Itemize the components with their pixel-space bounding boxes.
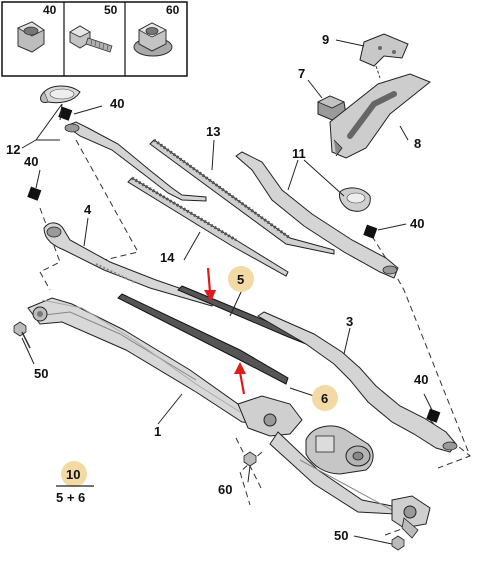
callout-8: 8 [414, 136, 421, 151]
callout-6: 6 [321, 391, 328, 406]
callout-40-top: 40 [110, 96, 124, 111]
wiper-arm-11 [235, 151, 399, 279]
callout-9: 9 [322, 32, 329, 47]
badge-5 [228, 266, 254, 292]
callout-11: 11 [292, 146, 306, 161]
wiper-blade-14 [127, 176, 289, 277]
badge-6 [312, 385, 338, 411]
blade-rubber-6 [117, 293, 289, 385]
callout-50-left: 50 [34, 366, 48, 381]
legend-badge-label: 10 [66, 467, 80, 482]
nut-markers [27, 106, 441, 423]
fastener-nut-60 [243, 451, 257, 467]
callout-5: 5 [237, 272, 244, 287]
callout-13: 13 [206, 124, 220, 139]
callout-40-right: 40 [410, 216, 424, 231]
fastener-table: 40 50 60 [1, 1, 188, 77]
fastener-bolt-50-right [391, 535, 405, 551]
callout-7: 7 [298, 66, 305, 81]
wiper-linkage-frame [27, 297, 431, 539]
linkage-arm-3 [257, 311, 458, 453]
nut-icon [17, 21, 45, 53]
table-header-60: 60 [166, 3, 180, 17]
callout-3: 3 [346, 314, 353, 329]
fastener-bolt-50-left [13, 321, 31, 349]
flange-nut-icon [133, 22, 173, 57]
badge-10 [61, 461, 87, 487]
red-arrow-up [234, 362, 246, 395]
callout-40-left: 40 [24, 154, 38, 169]
callout-14: 14 [160, 250, 175, 265]
table-header-40: 40 [43, 3, 57, 17]
callout-1: 1 [154, 424, 161, 439]
bolt-icon [69, 25, 113, 53]
callout-50-right: 50 [334, 528, 348, 543]
legend-kit: 10 5 + 6 [56, 467, 94, 505]
table-header-50: 50 [104, 3, 118, 17]
wiper-motor [305, 425, 374, 475]
legend-formula: 5 + 6 [56, 490, 85, 505]
wiper-blade-13 [149, 138, 335, 255]
wiper-arm-left [40, 85, 207, 202]
leader-lines [21, 39, 433, 545]
red-arrow-down [204, 267, 216, 302]
callout-4: 4 [84, 202, 92, 217]
bracket-assembly [317, 33, 431, 159]
callout-12: 12 [6, 142, 20, 157]
callout-40-lower: 40 [414, 372, 428, 387]
callout-60: 60 [218, 482, 232, 497]
